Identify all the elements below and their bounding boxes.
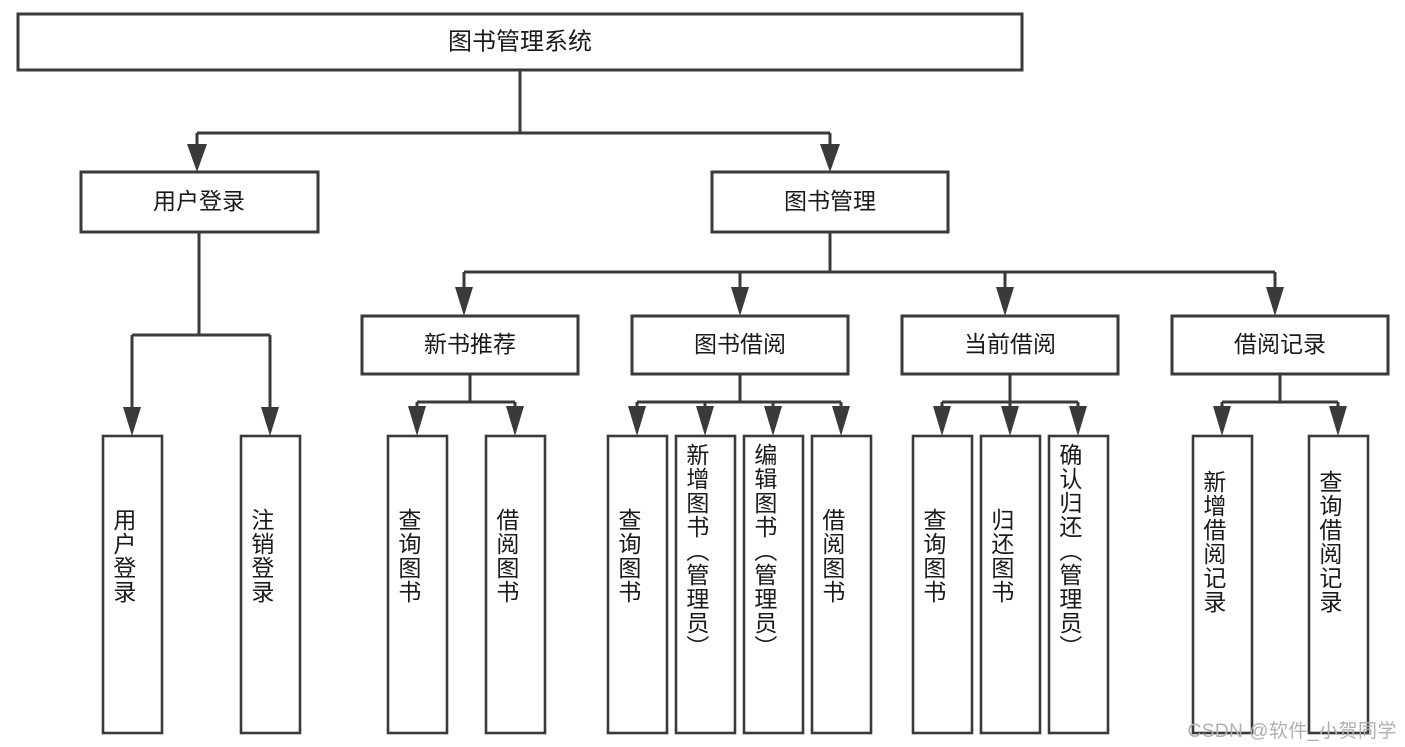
connector-layer: [123, 70, 1347, 436]
arrowhead-bb-leaf-4: [832, 406, 850, 436]
node-book-management-label: 图书管理: [784, 188, 876, 214]
arrowhead-bb-leaf-3: [764, 406, 782, 436]
csdn-watermark: CSDN @软件_小贺同学: [1187, 721, 1397, 742]
leaf-nb-query-book-box[interactable]: [386, 434, 449, 735]
node-book-management-box[interactable]: [710, 170, 950, 234]
node-book-borrow-label: 图书借阅: [694, 331, 786, 357]
leaf-logout-box[interactable]: [239, 434, 302, 735]
node-new-book-recommend-label: 新书推荐: [424, 331, 516, 357]
leaf-bb-query-book-box[interactable]: [606, 434, 669, 735]
arrowhead-nb-leaf-2: [506, 406, 524, 436]
node-current-borrow-box[interactable]: [900, 314, 1120, 376]
node-root-box[interactable]: [16, 12, 1024, 72]
node-new-book-recommend-box[interactable]: [360, 314, 580, 376]
node-borrow-record-box[interactable]: [1170, 314, 1390, 376]
node-current-borrow-label: 当前借阅: [964, 331, 1056, 357]
arrowhead-br-leaf-1: [1213, 406, 1231, 436]
node-user-login-label: 用户登录: [153, 188, 245, 214]
leaf-user-login-box[interactable]: [101, 434, 164, 735]
leaf-br-add-record-box[interactable]: [1191, 434, 1254, 735]
arrowhead-nb-leaf-1: [408, 406, 426, 436]
arrowhead-bb-leaf-1: [628, 406, 646, 436]
arrowhead-cb-leaf-3: [1069, 406, 1087, 436]
arrowhead-cb-leaf-2: [1001, 406, 1019, 436]
leaf-nb-borrow-book-box[interactable]: [484, 434, 547, 735]
leaf-bb-borrow-book-box[interactable]: [810, 434, 873, 735]
arrowhead-leaf-logout: [261, 407, 279, 436]
arrowhead-bb-leaf-2: [696, 406, 714, 436]
arrowhead-bookborrow: [731, 287, 749, 316]
leaf-cb-return-book-box[interactable]: [979, 434, 1042, 735]
node-user-login-box[interactable]: [79, 170, 320, 234]
arrowhead-leaf-user-login: [123, 407, 141, 436]
leaf-bb-add-book-box[interactable]: [674, 434, 737, 735]
arrowhead-borrowrecord: [1266, 287, 1284, 316]
node-root-label: 图书管理系统: [448, 28, 592, 55]
arrowhead-bookmgmt: [820, 144, 840, 172]
leaf-br-query-record-box[interactable]: [1307, 434, 1370, 735]
arrowhead-cb-leaf-1: [933, 406, 951, 436]
leaf-cb-query-book-box[interactable]: [911, 434, 974, 735]
leaf-bb-edit-book-box[interactable]: [742, 434, 805, 735]
leaf-cb-confirm-return-box[interactable]: [1047, 434, 1110, 735]
arrowhead-currentborrow: [996, 287, 1014, 316]
node-layer: 图书管理系统 用户登录 图书管理 新书推荐 图书借阅 当前借阅 借阅记录: [16, 12, 1390, 735]
node-borrow-record-label: 借阅记录: [1234, 331, 1326, 357]
arrowhead-userlogin: [187, 144, 207, 172]
node-book-borrow-box[interactable]: [630, 314, 850, 376]
arrowhead-br-leaf-2: [1329, 406, 1347, 436]
arrowhead-newbook: [455, 287, 473, 316]
